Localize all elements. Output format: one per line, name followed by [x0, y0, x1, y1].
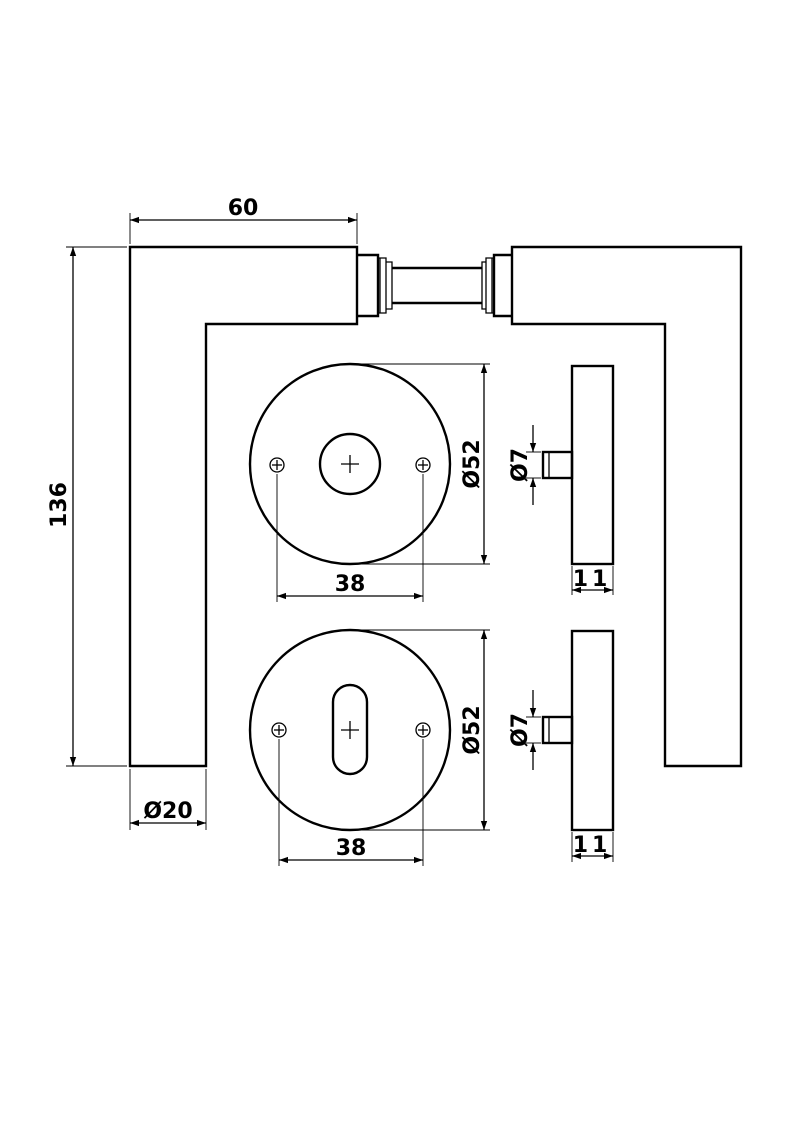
dim-top-rose-pin: Ø7 — [508, 425, 541, 505]
dim-top-rose-diameter: Ø52 — [350, 363, 490, 565]
top-rose-pin — [541, 450, 574, 480]
dim-top-rose-thickness-label: 11 — [573, 567, 612, 592]
bottom-rose-pin — [541, 715, 574, 745]
dim-bottom-rose-hole-spacing: 38 — [278, 739, 424, 866]
dim-top-rose-pin-label: Ø7 — [508, 448, 533, 482]
dim-lever-diameter-label: Ø20 — [143, 799, 192, 824]
bottom-rose-screw-right — [415, 722, 431, 738]
spindle — [392, 266, 482, 305]
dim-bottom-rose-diameter-label: Ø52 — [460, 705, 485, 754]
top-rose-side — [541, 364, 615, 566]
right-spindle-collar — [481, 253, 512, 318]
dim-bottom-rose-hole-spacing-label: 38 — [336, 836, 367, 861]
dim-lever-height: 136 — [47, 246, 127, 767]
cylinder-hole — [318, 432, 382, 496]
left-spindle-collar — [357, 253, 393, 318]
keyhole — [331, 683, 369, 776]
bottom-rose-side — [541, 629, 615, 832]
dim-bottom-rose-thickness: 11 — [571, 832, 614, 862]
dim-top-rose-thickness: 11 — [571, 566, 614, 595]
top-rose-front — [248, 362, 452, 566]
left-lever — [128, 245, 393, 768]
top-rose-screw-left — [269, 457, 285, 473]
bottom-rose-front — [248, 628, 452, 832]
dim-lever-length: 60 — [129, 196, 358, 244]
dim-top-rose-hole-spacing-label: 38 — [335, 572, 366, 597]
dim-top-rose-hole-spacing: 38 — [276, 474, 424, 602]
top-rose-screw-right — [415, 457, 431, 473]
dim-bottom-rose-diameter: Ø52 — [350, 629, 490, 831]
bottom-rose-screw-left — [271, 722, 287, 738]
dim-lever-diameter: Ø20 — [129, 769, 207, 830]
dim-bottom-rose-pin-label: Ø7 — [508, 713, 533, 747]
dim-top-rose-diameter-label: Ø52 — [460, 439, 485, 488]
dim-bottom-rose-pin: Ø7 — [508, 690, 541, 770]
dim-lever-length-label: 60 — [228, 196, 259, 221]
dim-bottom-rose-thickness-label: 11 — [573, 833, 612, 858]
dim-lever-height-label: 136 — [47, 482, 72, 528]
right-lever — [481, 245, 743, 768]
